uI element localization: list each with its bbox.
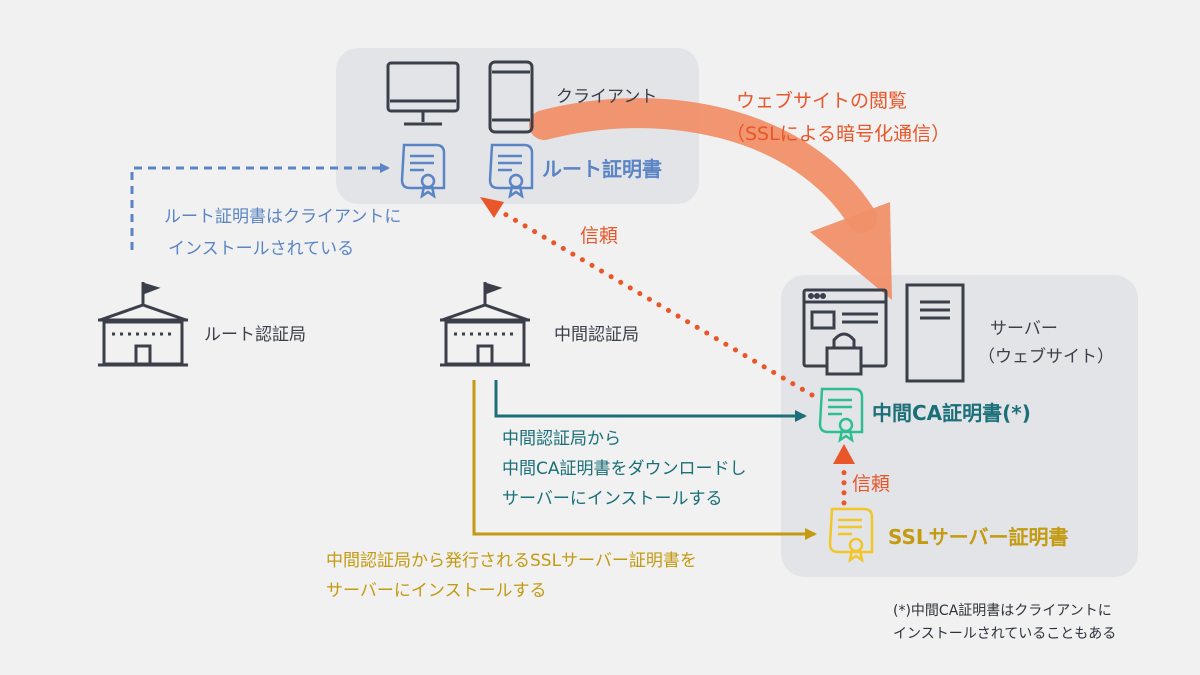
client-label: クライアント (556, 87, 658, 107)
trust-label-root: 信頼 (580, 225, 619, 247)
intermediate-note-line1: 中間認証局から (502, 429, 621, 449)
ssl-note-line2: サーバーにインストールする (326, 581, 547, 601)
root-note-line1: ルート証明書はクライアントに (164, 207, 402, 227)
intermediate-note-line2: 中間CA証明書をダウンロードし (502, 459, 747, 479)
trust-arrowhead-root (480, 197, 504, 218)
trust-arrowhead-intermediate (833, 444, 855, 464)
root-certificate-icon-2 (488, 143, 534, 199)
monitor-icon (386, 61, 460, 126)
root-note-line2: インストールされている (168, 239, 355, 259)
footnote-line2: インストールされていることもある (893, 626, 1117, 642)
root-install-arrow (130, 163, 390, 250)
ssl-install-arrow (472, 380, 817, 540)
footnote-line1: (*)中間CA証明書はクライアントに (893, 603, 1112, 619)
root-certificate-label: ルート証明書 (542, 157, 662, 181)
smartphone-icon (488, 60, 534, 134)
browsing-label-line2: （SSLによる暗号化通信） (726, 123, 951, 145)
intermediate-certificate-icon (818, 387, 864, 443)
intermediate-ca-building-icon (440, 282, 530, 367)
intermediate-install-arrow (494, 380, 807, 422)
trust-arrow-root (495, 207, 815, 398)
root-ca-building-icon (98, 282, 188, 367)
intermediate-note-line3: サーバーにインストールする (502, 489, 723, 509)
server-icon (905, 283, 965, 383)
server-label-line2: （ウェブサイト） (978, 347, 1114, 367)
root-certificate-icon (400, 143, 446, 199)
intermediate-ca-label: 中間認証局 (554, 325, 639, 345)
trust-label-intermediate: 信頼 (852, 473, 891, 495)
ssl-note-line1: 中間認証局から発行されるSSLサーバー証明書を (326, 551, 697, 571)
browsing-flow-arrow (529, 98, 877, 233)
root-ca-label: ルート認証局 (204, 325, 306, 345)
secure-browser-icon (802, 288, 888, 376)
server-label-line1: サーバー (990, 319, 1058, 339)
browsing-label-line1: ウェブサイトの閲覧 (736, 90, 908, 112)
ssl-certificate-icon (828, 507, 874, 563)
client-panel (336, 48, 699, 204)
browsing-flow-arrowhead (810, 202, 892, 300)
ssl-certificate-label: SSLサーバー証明書 (888, 525, 1069, 549)
intermediate-certificate-label: 中間CA証明書(*) (872, 401, 1031, 425)
server-panel (781, 275, 1138, 577)
